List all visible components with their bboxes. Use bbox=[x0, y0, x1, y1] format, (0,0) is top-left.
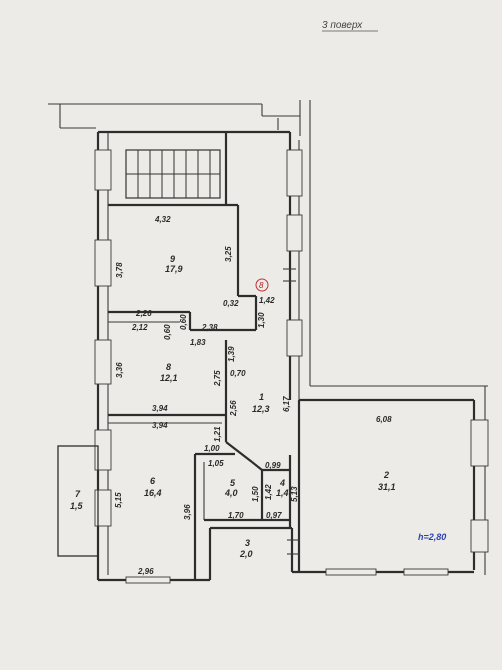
dim-1-30: 1,30 bbox=[257, 312, 266, 328]
dim-2-56: 2,56 bbox=[229, 400, 238, 417]
dimension-labels: 4,32 3,78 3,25 0,32 1,42 1,30 2,26 2,12 … bbox=[114, 215, 392, 576]
room-1-area: 12,3 bbox=[252, 404, 270, 414]
dim-1-50: 1,50 bbox=[251, 486, 260, 502]
room-3-area: 2,0 bbox=[239, 549, 253, 559]
dim-1-05: 1,05 bbox=[208, 459, 224, 468]
dim-5-15: 5,15 bbox=[114, 492, 123, 508]
dim-0-97: 0,97 bbox=[266, 511, 282, 520]
room-9-area: 17,9 bbox=[165, 264, 183, 274]
dim-1-39: 1,39 bbox=[227, 346, 236, 362]
dim-0-99: 0,99 bbox=[265, 461, 281, 470]
dim-3-25: 3,25 bbox=[224, 246, 233, 262]
dim-3-96: 3,96 bbox=[183, 504, 192, 520]
room-8-area: 12,1 bbox=[160, 373, 178, 383]
dim-6-17: 6,17 bbox=[282, 396, 291, 412]
dim-1-42-room4: 1,42 bbox=[264, 484, 273, 500]
room-8-number: 8 bbox=[166, 362, 171, 372]
dim-2-26: 2,26 bbox=[135, 309, 152, 318]
room-labels: 9 17,9 8 12,1 1 12,3 6 16,4 5 4,0 4 1,4 … bbox=[70, 254, 396, 559]
dim-3-36: 3,36 bbox=[115, 362, 124, 378]
dim-0-70: 0,70 bbox=[230, 369, 246, 378]
dim-1-70: 1,70 bbox=[228, 511, 244, 520]
dim-1-42: 1,42 bbox=[259, 296, 275, 305]
staircase bbox=[125, 149, 221, 199]
room-3-number: 3 bbox=[245, 538, 250, 548]
dim-5-13: 5,13 bbox=[290, 486, 299, 502]
dim-1-00: 1,00 bbox=[204, 444, 220, 453]
room-2-number: 2 bbox=[383, 470, 389, 480]
room-4-area: 1,4 bbox=[276, 488, 289, 498]
room-7-number: 7 bbox=[75, 489, 81, 499]
room-7-balcony bbox=[57, 445, 99, 557]
dim-0-60-right: 0,60 bbox=[179, 314, 188, 330]
windows bbox=[94, 149, 489, 584]
ceiling-height-note: h=2,80 bbox=[418, 532, 446, 542]
room-1-number: 1 bbox=[259, 392, 264, 402]
dim-2-75: 2,75 bbox=[213, 370, 222, 387]
property-boundary bbox=[48, 100, 488, 387]
dim-2-38: 2,38 bbox=[201, 323, 218, 332]
room-2-area: 31,1 bbox=[378, 482, 396, 492]
dim-2-12: 2,12 bbox=[131, 323, 148, 332]
room-5-number: 5 bbox=[230, 478, 236, 488]
interior-walls bbox=[108, 203, 301, 580]
dim-0-60-left: 0,60 bbox=[163, 324, 172, 340]
dim-3-94-bottom: 3,94 bbox=[152, 421, 168, 430]
floor-title: 3 поверх bbox=[322, 20, 363, 31]
dim-2-96: 2,96 bbox=[137, 567, 154, 576]
dim-1-83: 1,83 bbox=[190, 338, 206, 347]
room-6-number: 6 bbox=[150, 476, 156, 486]
room-6-area: 16,4 bbox=[144, 488, 162, 498]
room-7-area: 1,5 bbox=[70, 501, 84, 511]
dim-6-08: 6,08 bbox=[376, 415, 392, 424]
dim-0-32: 0,32 bbox=[223, 299, 239, 308]
room-5-area: 4,0 bbox=[224, 488, 238, 498]
room-4-number: 4 bbox=[279, 478, 285, 488]
dim-3-78: 3,78 bbox=[115, 262, 124, 278]
room-9-number: 9 bbox=[170, 254, 175, 264]
marker-8-text: 8 bbox=[259, 281, 264, 290]
dim-1-21: 1,21 bbox=[213, 426, 222, 442]
door-marks bbox=[277, 118, 300, 555]
marker-8: 8 bbox=[255, 278, 269, 292]
dim-4-32: 4,32 bbox=[154, 215, 171, 224]
dim-3-94-top: 3,94 bbox=[152, 404, 168, 413]
